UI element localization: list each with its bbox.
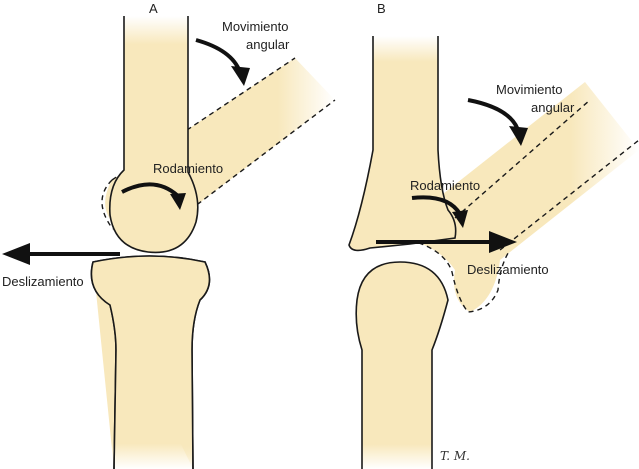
panel-b-rolling-arrow bbox=[411, 195, 462, 216]
panel-a-rolling-arrowhead bbox=[170, 193, 186, 210]
panel-b-angular-label-2: angular bbox=[531, 100, 575, 115]
panel-b-lower-bone-outline bbox=[355, 261, 449, 469]
panel-a-letter: A bbox=[149, 1, 158, 16]
panel-a-lower-bone-outline bbox=[90, 255, 211, 469]
panel-a-upper-bone bbox=[108, 16, 199, 254]
panel-b-angular-arrowhead bbox=[509, 126, 528, 146]
panel-b-letter: B bbox=[377, 1, 386, 16]
panel-b-moved-bone-fill bbox=[410, 82, 639, 312]
panel-a-rolling-label: Rodamiento bbox=[153, 161, 223, 176]
panel-b-lower-bone-fill bbox=[356, 262, 448, 469]
panel-a-angular-label-2: angular bbox=[246, 37, 290, 52]
panel-a-gliding-label: Deslizamiento bbox=[2, 274, 84, 289]
panel-b: B Movimiento angular Rodamiento Deslizam… bbox=[348, 1, 639, 469]
panel-a-lower-bone-fill bbox=[91, 256, 210, 469]
panel-b-upper-bone-outline bbox=[348, 36, 457, 252]
panel-b-rolling-arrowhead bbox=[452, 210, 468, 228]
panel-b-angular-arrow bbox=[467, 98, 520, 131]
panel-b-gliding-label: Deslizamiento bbox=[467, 262, 549, 277]
panel-a-gliding-arrowhead bbox=[2, 243, 30, 265]
panel-a-rolling-arrow bbox=[121, 182, 180, 198]
panel-b-upper-bone-fill bbox=[349, 36, 457, 251]
panel-a-angular-arrowhead bbox=[231, 66, 250, 86]
panel-b-gliding-arrowhead bbox=[489, 231, 517, 253]
panel-b-angular-label-1: Movimiento bbox=[496, 82, 562, 97]
panel-a: A Movimiento angular Rodamiento Deslizam… bbox=[2, 1, 336, 469]
artist-signature: T. M. bbox=[440, 449, 470, 463]
panel-b-rolling-label: Rodamiento bbox=[410, 178, 480, 193]
panel-a-angular-label-1: Movimiento bbox=[222, 19, 288, 34]
